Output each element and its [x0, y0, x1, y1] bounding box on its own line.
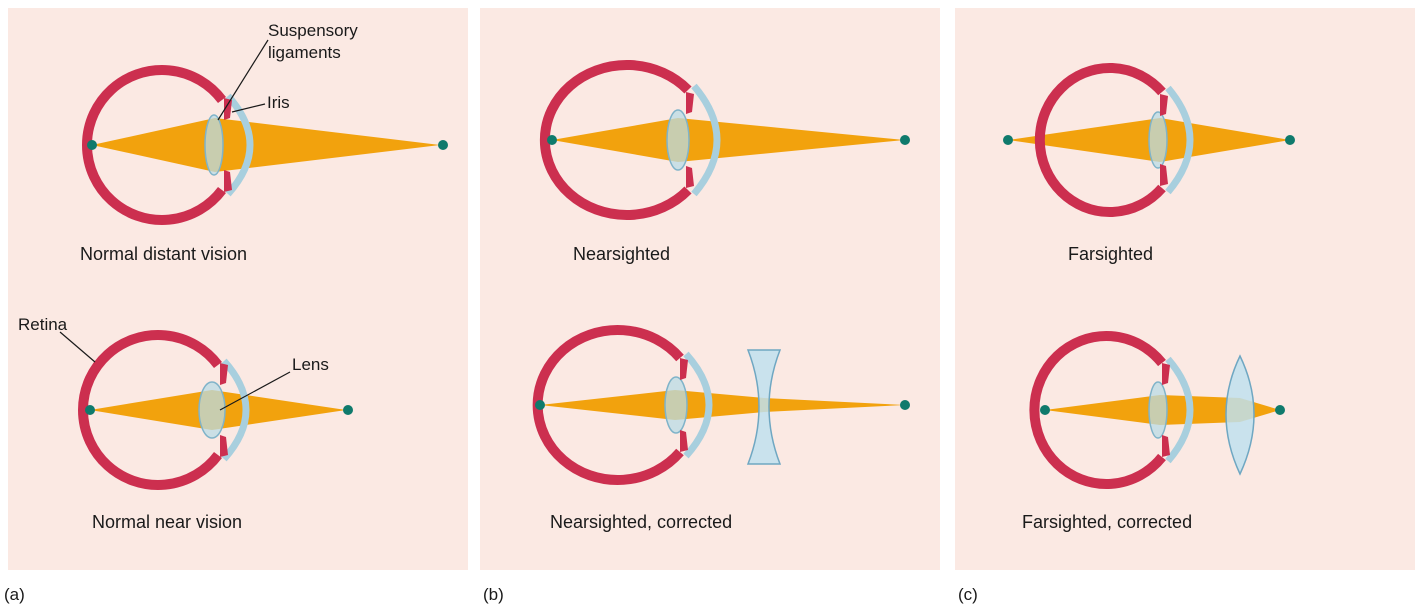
cornea	[691, 83, 721, 197]
iris-lower	[224, 170, 232, 192]
convex-corrective-lens	[1225, 354, 1255, 476]
cornea	[1165, 85, 1194, 195]
iris-lower	[1162, 435, 1170, 457]
light-rays	[92, 118, 440, 172]
lens	[666, 109, 690, 171]
iris-upper	[686, 92, 694, 114]
iris-leader	[231, 103, 266, 113]
object-point	[1285, 135, 1295, 145]
lens	[1148, 381, 1168, 439]
caption-nearsighted: Nearsighted	[573, 244, 670, 264]
eye-wall	[78, 330, 222, 490]
object-point	[87, 140, 97, 150]
iris-upper	[1160, 94, 1168, 116]
caption-farsighted-corrected: Farsighted, corrected	[1022, 512, 1192, 532]
iris-lower	[1160, 164, 1168, 186]
lens	[664, 376, 688, 434]
object-point	[900, 135, 910, 145]
object-point	[438, 140, 448, 150]
panel-a	[8, 8, 468, 570]
object-point	[900, 400, 910, 410]
object-point	[85, 405, 95, 415]
eye-wall	[1034, 63, 1166, 217]
retina-label: Retina	[18, 315, 68, 334]
caption-normal-distant: Normal distant vision	[80, 244, 247, 264]
iris-label: Iris	[267, 93, 290, 112]
concave-corrective-lens	[746, 349, 782, 465]
panel-b-label: (b)	[483, 585, 504, 604]
iris-lower	[220, 435, 228, 457]
eye-nearsighted	[539, 60, 910, 220]
suspensory-label: Suspensory	[268, 21, 358, 40]
object-point	[343, 405, 353, 415]
lens	[1148, 111, 1168, 169]
iris-upper	[220, 363, 228, 385]
object-point	[1275, 405, 1285, 415]
iris-upper	[1162, 363, 1170, 385]
panel-c	[955, 8, 1415, 570]
eye-wall	[1029, 331, 1166, 489]
caption-nearsighted-corrected: Nearsighted, corrected	[550, 512, 732, 532]
eye-wall	[539, 60, 692, 220]
suspensory-leader	[217, 39, 269, 121]
caption-farsighted: Farsighted	[1068, 244, 1153, 264]
iris-lower	[680, 430, 688, 452]
panel-c-label: (c)	[958, 585, 978, 604]
cornea	[1165, 356, 1194, 464]
object-point	[547, 135, 557, 145]
iris-lower	[686, 166, 694, 188]
object-point	[1040, 405, 1050, 415]
eye-farsighted-corrected	[1029, 331, 1285, 489]
eye-normal-distant	[82, 65, 448, 225]
cornea	[225, 93, 254, 197]
cornea	[221, 358, 250, 462]
panel-a-label: (a)	[4, 585, 25, 604]
object-point	[535, 400, 545, 410]
cornea	[683, 351, 713, 459]
lens	[198, 381, 226, 439]
eye-normal-near	[78, 330, 353, 490]
ligaments-label: ligaments	[268, 43, 341, 62]
object-point	[1003, 135, 1013, 145]
eye-farsighted	[1003, 63, 1295, 217]
caption-normal-near: Normal near vision	[92, 512, 242, 532]
light-rays	[540, 390, 905, 420]
light-rays	[552, 118, 904, 162]
lens-leader	[219, 371, 291, 411]
iris-upper	[224, 98, 232, 120]
lens-label: Lens	[292, 355, 329, 374]
iris-upper	[680, 358, 688, 380]
retina-leader	[59, 331, 96, 363]
eye-nearsighted-corrected	[532, 325, 910, 485]
lens	[204, 114, 224, 176]
